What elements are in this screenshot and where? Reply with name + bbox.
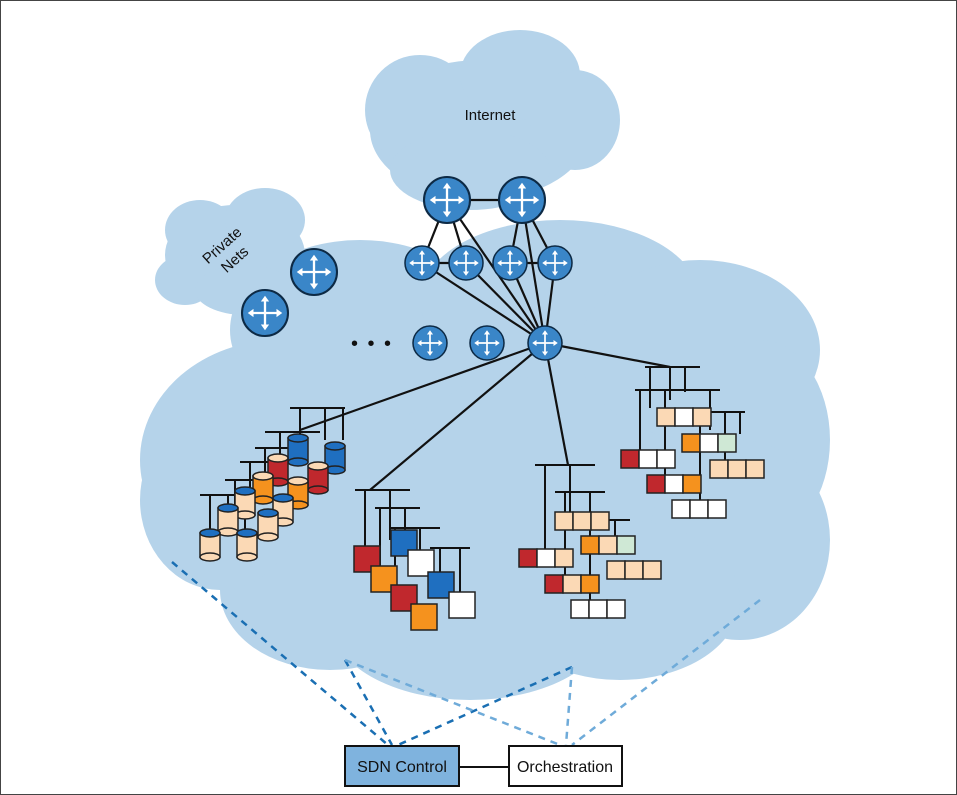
router-agg-2 bbox=[449, 246, 483, 280]
internet-cloud bbox=[365, 30, 620, 210]
router-edge-2 bbox=[470, 326, 504, 360]
storage-cluster bbox=[199, 407, 346, 562]
ellipsis-label: • • • bbox=[351, 333, 393, 355]
compute-cluster bbox=[353, 489, 476, 631]
router-edge-1 bbox=[413, 326, 447, 360]
orchestration-label: Orchestration bbox=[517, 759, 613, 776]
internet-label: Internet bbox=[465, 107, 517, 124]
orchestration-box: Orchestration bbox=[508, 745, 623, 787]
sdn-control-box: SDN Control bbox=[344, 745, 460, 787]
router-core-1 bbox=[424, 177, 470, 223]
router-links bbox=[299, 198, 671, 491]
control-links bbox=[171, 561, 761, 747]
rack-cluster-a bbox=[518, 464, 662, 619]
router-core-2 bbox=[499, 177, 545, 223]
router-edge-3 bbox=[528, 326, 562, 360]
rack-cluster-b bbox=[620, 366, 765, 519]
router-private-2 bbox=[242, 290, 288, 336]
router-agg-3 bbox=[493, 246, 527, 280]
router-agg-4 bbox=[538, 246, 572, 280]
router-agg-1 bbox=[405, 246, 439, 280]
private-nets-cloud bbox=[155, 188, 305, 315]
sdn-control-label: SDN Control bbox=[357, 759, 447, 776]
router-private-1 bbox=[291, 249, 337, 295]
